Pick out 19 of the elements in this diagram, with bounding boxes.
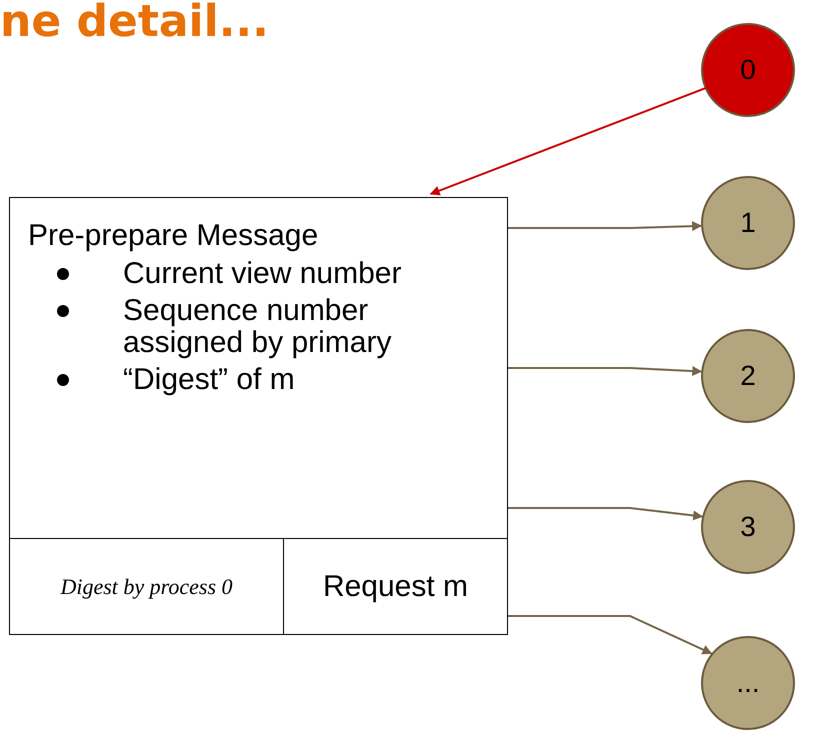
arrow — [508, 366, 702, 376]
arrow — [508, 507, 704, 520]
field-label: Digest by process 0 — [60, 574, 233, 600]
arrow — [430, 86, 709, 196]
field-label: Request m — [322, 570, 468, 604]
arrow — [508, 221, 702, 232]
process-number: 1 — [740, 207, 756, 239]
process-number: 0 — [740, 54, 756, 86]
message-field — [283, 538, 507, 634]
heading: ne detail... — [0, 0, 269, 47]
field-item: Current view number — [123, 257, 402, 290]
process-number: ... — [736, 667, 760, 699]
message-heading: Pre-prepare Message — [28, 220, 318, 252]
arrow — [508, 615, 712, 654]
field-item: Sequence number assigned by primary — [123, 294, 392, 359]
process-number: 2 — [740, 360, 756, 392]
field-item: “Digest” of m — [123, 363, 295, 396]
message-box — [9, 197, 508, 635]
process-number: 3 — [740, 511, 756, 543]
